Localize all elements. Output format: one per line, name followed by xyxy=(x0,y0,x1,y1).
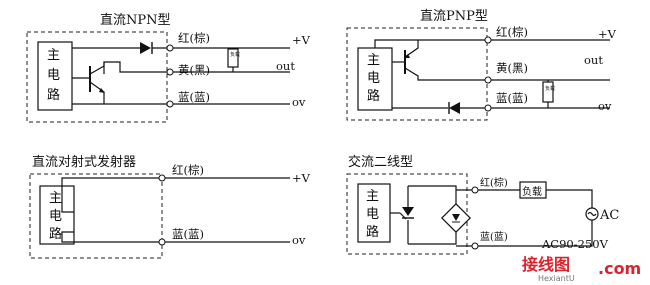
emitter-main-char-1: 主 xyxy=(49,191,62,206)
emitter-title: 直流对射式发射器 xyxy=(32,154,136,170)
emitter-supply-wire xyxy=(61,177,290,213)
pnp-terminal-blue xyxy=(484,104,492,112)
panel-pnp: 直流PNP型 主 电 路 红(棕) +V 负载 黄(黑) out 蓝(蓝) ov xyxy=(346,9,617,121)
npn-main-char-3: 路 xyxy=(47,87,60,103)
npn-label-brown: 红(棕) xyxy=(178,31,210,45)
ac-terminal-blue xyxy=(471,242,479,250)
pnp-terminal-black xyxy=(484,76,492,84)
emitter-label-brown: 红(棕) xyxy=(172,163,204,177)
ac-sensor-box xyxy=(346,173,468,255)
pnp-label-brown: 红(棕) xyxy=(496,25,528,39)
watermark-brand: 接线图 xyxy=(522,255,570,274)
panel-emitter: 直流对射式发射器 主 电 路 红(棕) +V 蓝(蓝) ov xyxy=(29,154,311,259)
pnp-label-output: out xyxy=(584,53,603,67)
ac-main-char-2: 电 xyxy=(366,207,379,222)
emitter-ground-wire xyxy=(61,231,290,243)
pnp-load-label: 负载 xyxy=(545,85,555,92)
ac-label-voltage: AC90-250V xyxy=(541,237,609,251)
pnp-diode-icon xyxy=(449,102,460,114)
ac-terminal-brown xyxy=(471,186,479,194)
ac-main-circuit-box xyxy=(357,183,391,243)
pnp-load-resistor xyxy=(542,81,554,103)
watermark-url: HexiantU xyxy=(538,274,575,283)
ac-title: 交流二线型 xyxy=(348,154,413,170)
ac-label-blue: 蓝(蓝) xyxy=(480,231,508,243)
emitter-label-supply: +V xyxy=(292,171,311,185)
npn-sensor-box xyxy=(26,31,168,123)
npn-label-black: 黄(黑) xyxy=(178,63,210,77)
pnp-main-char-3: 路 xyxy=(367,88,380,104)
npn-title: 直流NPN型 xyxy=(100,13,171,28)
emitter-main-char-2: 电 xyxy=(49,209,62,224)
pnp-label-ground: ov xyxy=(598,99,612,113)
ac-label-source: AC xyxy=(599,208,619,223)
pnp-label-black: 黄(黑) xyxy=(496,61,528,75)
npn-label-supply: +V xyxy=(292,33,311,47)
watermark: 接线图 .com HexiantU xyxy=(522,255,641,283)
panel-npn: 直流NPN型 主 电 路 红(棕) +V 负载 黄(黑) out 蓝(蓝) ov xyxy=(26,13,311,123)
pnp-main-char-2: 电 xyxy=(367,71,380,86)
npn-main-char-1: 主 xyxy=(47,48,60,63)
emitter-main-circuit-box xyxy=(39,185,75,245)
ac-main-char-1: 主 xyxy=(366,189,379,204)
npn-label-ground: ov xyxy=(292,95,306,109)
ac-load-box xyxy=(519,181,547,199)
emitter-terminal-blue xyxy=(158,238,166,246)
emitter-sensor-box xyxy=(29,173,163,259)
pnp-main-char-1: 主 xyxy=(367,53,380,68)
pnp-label-supply: +V xyxy=(598,27,617,41)
npn-diode-icon xyxy=(140,42,151,54)
npn-label-output: out xyxy=(276,59,295,73)
panel-ac: 交流二线型 主 电 路 负载 AC 红(棕) 蓝(蓝) AC90-250V xyxy=(346,154,619,255)
ac-ground-wire xyxy=(475,220,593,247)
watermark-domain: .com xyxy=(598,259,641,278)
npn-load-label: 负载 xyxy=(230,51,240,58)
ac-main-char-3: 路 xyxy=(366,224,379,240)
pnp-terminal-brown xyxy=(484,36,492,44)
npn-main-circuit-box xyxy=(37,41,73,111)
npn-terminal-blue xyxy=(166,100,174,108)
emitter-terminal-brown xyxy=(158,174,166,182)
npn-terminal-black xyxy=(166,68,174,76)
pnp-title: 直流PNP型 xyxy=(420,9,488,24)
ac-load-label: 负载 xyxy=(522,185,542,198)
ac-label-brown: 红(棕) xyxy=(480,176,508,189)
emitter-label-blue: 蓝(蓝) xyxy=(172,227,204,241)
ac-thyristor-icon xyxy=(402,207,414,216)
npn-main-char-2: 电 xyxy=(47,68,60,83)
ac-supply-wire xyxy=(475,189,593,208)
pnp-supply-wire xyxy=(374,39,610,48)
pnp-label-blue: 蓝(蓝) xyxy=(496,91,528,105)
emitter-label-ground: ov xyxy=(292,233,306,247)
emitter-main-char-3: 路 xyxy=(49,226,62,242)
npn-terminal-brown xyxy=(166,44,174,52)
pnp-main-circuit-box xyxy=(357,47,393,111)
pnp-sensor-box xyxy=(346,27,488,121)
npn-label-blue: 蓝(蓝) xyxy=(178,90,210,104)
